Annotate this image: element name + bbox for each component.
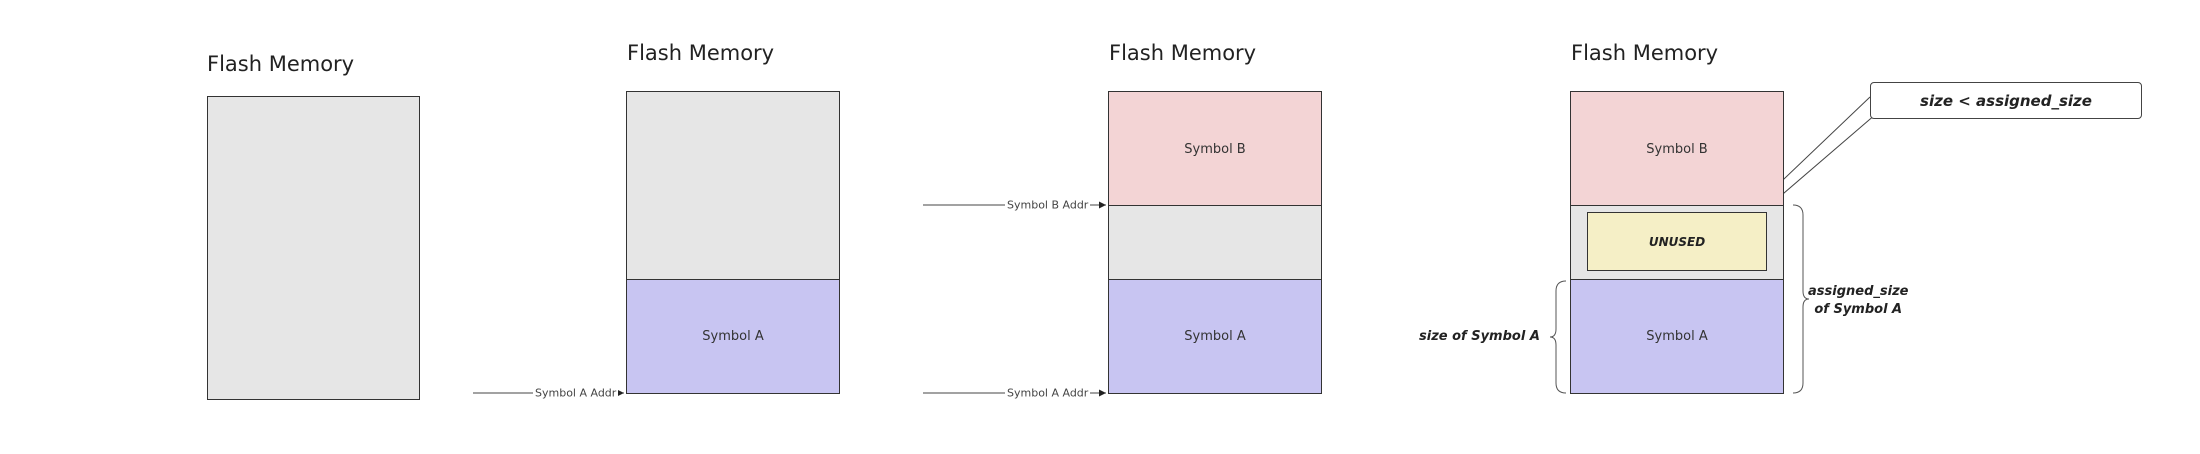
symbol-a-label: Symbol A — [1646, 329, 1708, 344]
assigned-size-brace — [1792, 204, 1810, 394]
symbol-a-addr-label: Symbol A Addr — [533, 386, 619, 400]
panel-2-free-region — [626, 91, 840, 281]
assigned-size-label: assigned_size of Symbol A — [1808, 283, 1908, 319]
panel-2-symbol-a-block: Symbol A — [626, 279, 840, 394]
panel-4-symbol-a-block: Symbol A — [1570, 279, 1784, 394]
panel-3-symbol-a-block: Symbol A — [1108, 279, 1322, 394]
panel-4-title: Flash Memory — [1571, 41, 1719, 65]
size-of-symbol-a-label: size of Symbol A — [1419, 329, 1540, 344]
size-of-symbol-brace — [1549, 280, 1567, 394]
panel-1-title: Flash Memory — [207, 52, 355, 76]
symbol-b-label: Symbol B — [1646, 141, 1708, 157]
symbol-b-label: Symbol B — [1184, 141, 1246, 157]
panel-4-symbol-b-block: Symbol B — [1570, 91, 1784, 207]
panel-1-flash-region — [207, 96, 420, 400]
symbol-b-addr-label: Symbol B Addr — [1005, 198, 1091, 212]
symbol-a-addr-label: Symbol A Addr — [1005, 386, 1091, 400]
unused-region: UNUSED — [1587, 212, 1767, 271]
panel-3-symbol-b-block: Symbol B — [1108, 91, 1322, 207]
symbol-a-label: Symbol A — [1184, 329, 1246, 344]
assigned-size-label-line-2: of Symbol A — [1814, 302, 1903, 317]
assigned-size-label-line-1: assigned_size — [1808, 284, 1909, 299]
size-callout: size < assigned_size — [1870, 82, 2142, 119]
panel-2-title: Flash Memory — [627, 41, 775, 65]
symbol-a-label: Symbol A — [702, 329, 764, 344]
panel-3-title: Flash Memory — [1109, 41, 1257, 65]
panel-3-free-region — [1108, 205, 1322, 281]
